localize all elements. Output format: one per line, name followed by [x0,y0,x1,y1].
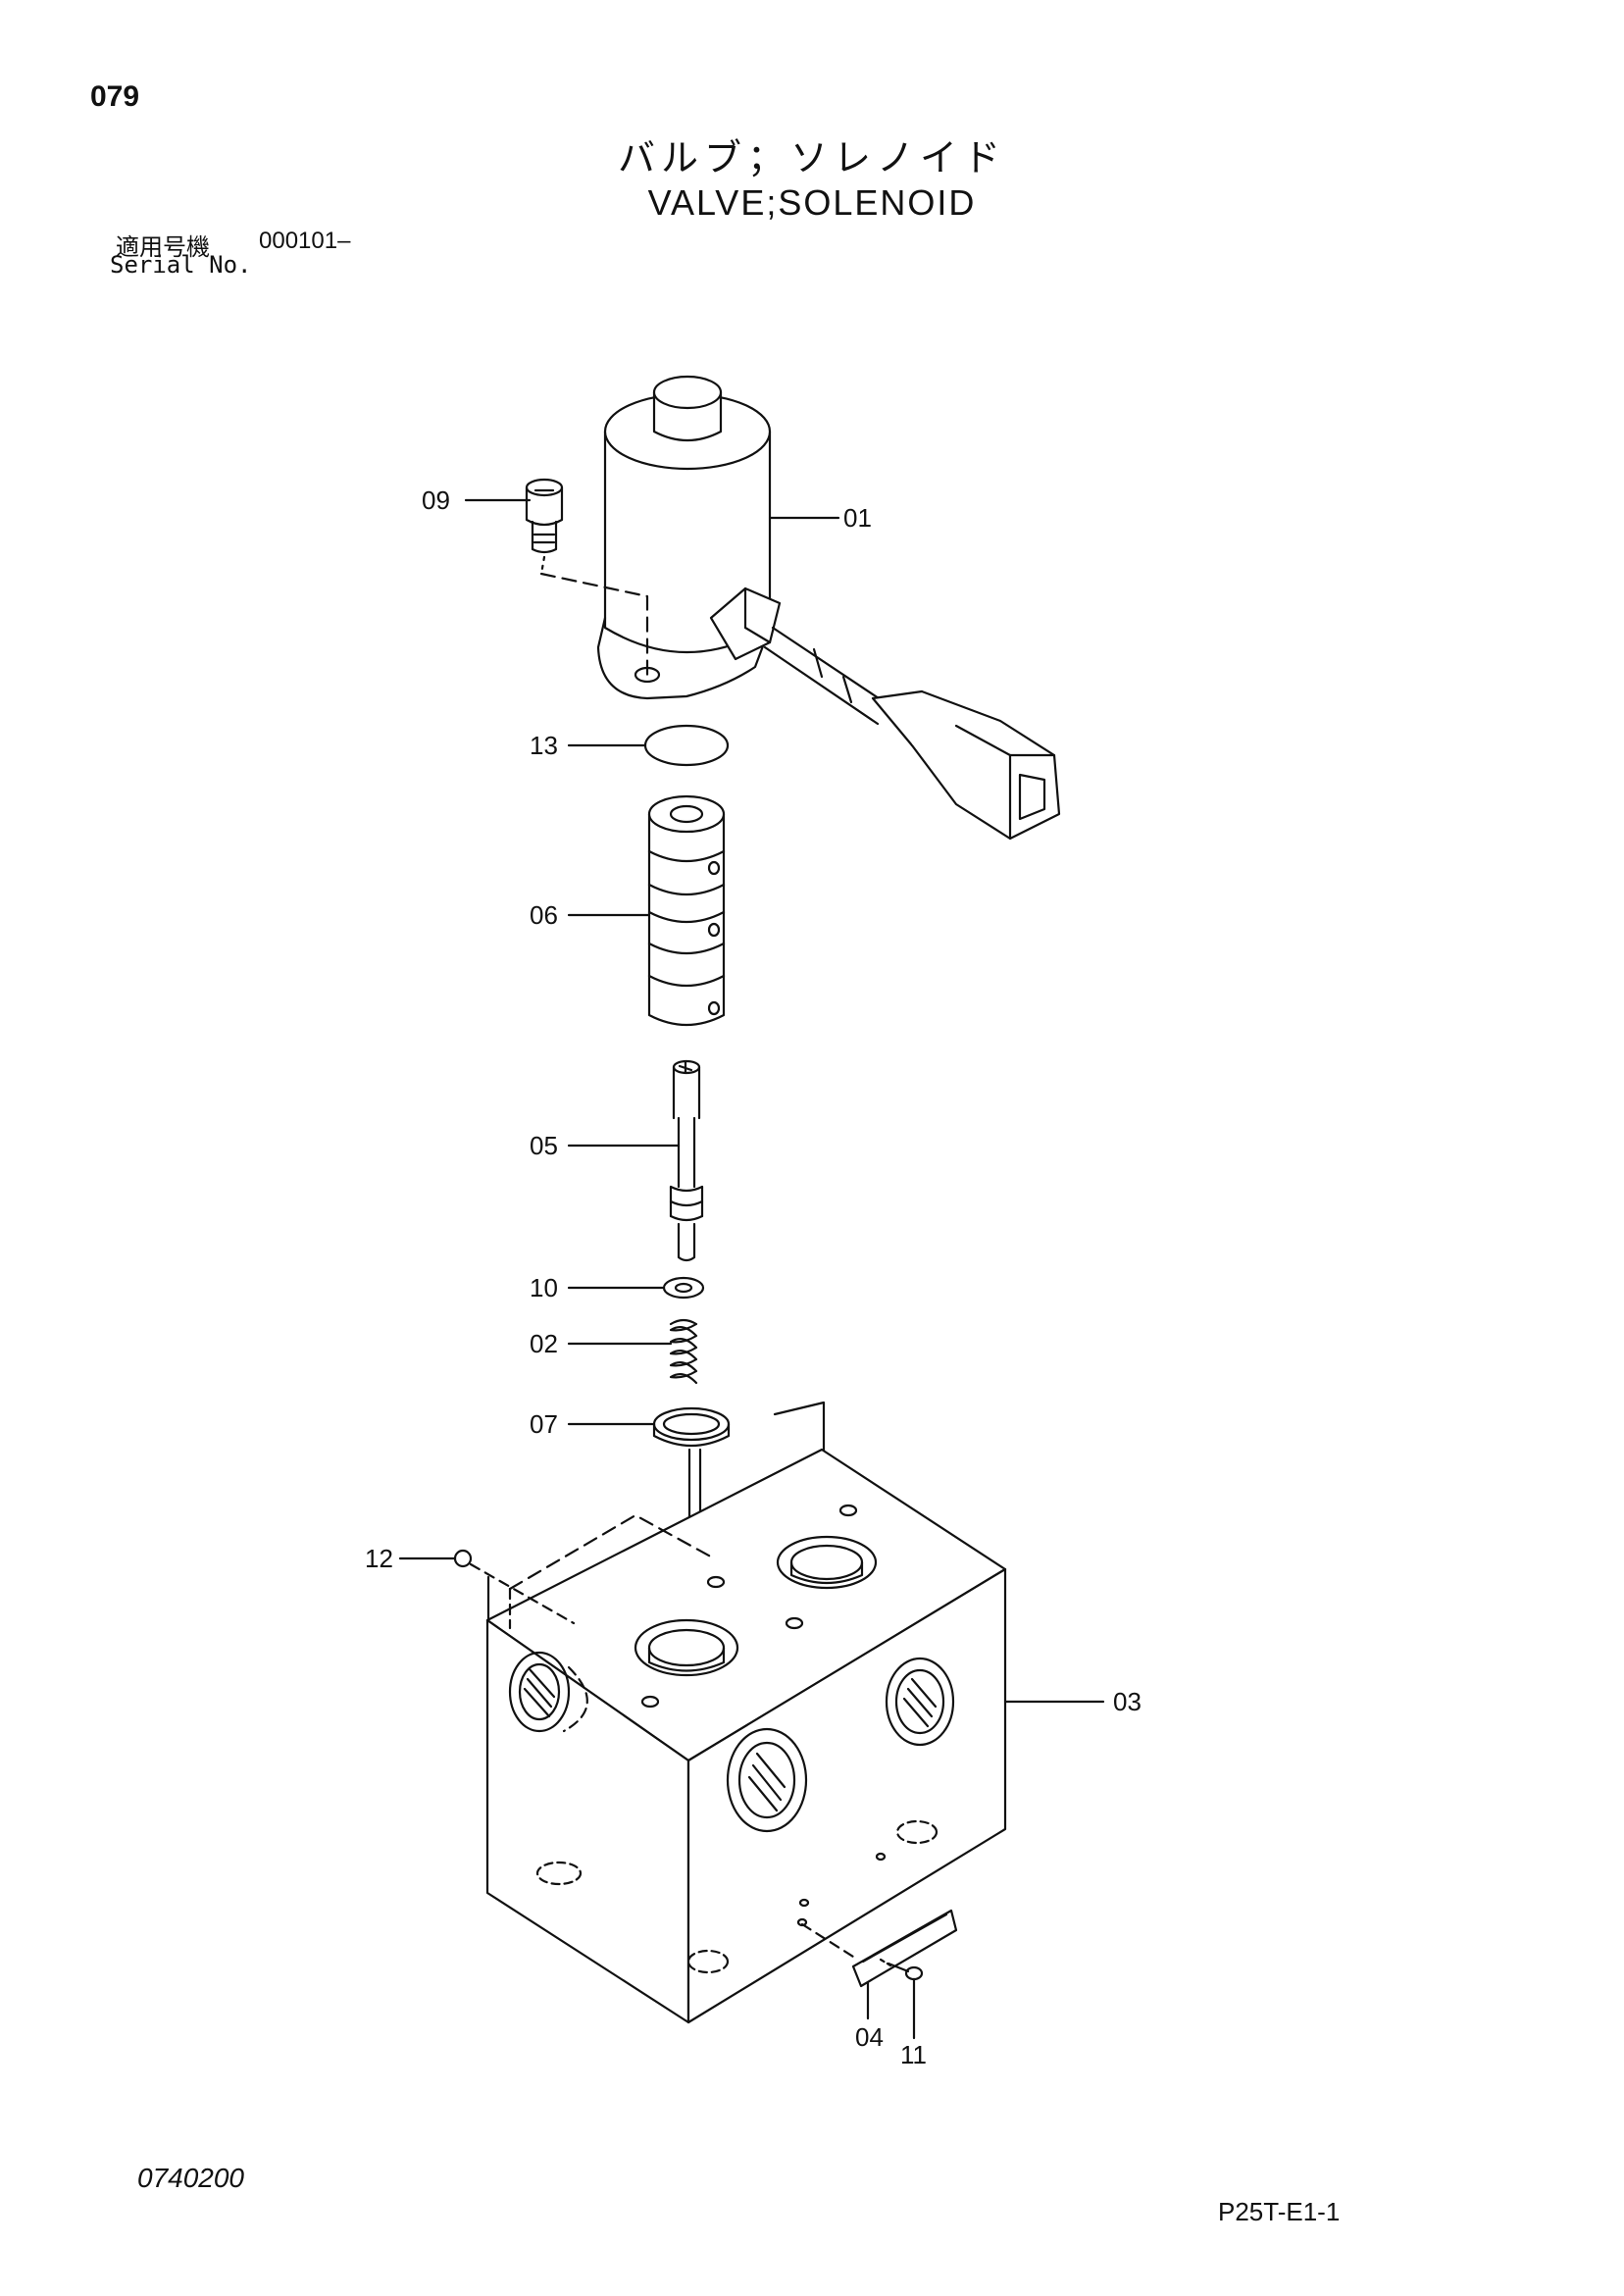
title-english: VALVE;SOLENOID [647,182,977,223]
steel-ball-part [453,1549,473,1568]
callout-05: 05 [530,1131,558,1160]
callout-09: 09 [422,485,450,515]
callout-01: 01 [843,503,872,533]
callout-04: 04 [855,2022,884,2052]
spool-part [669,1059,704,1262]
spring-part [669,1318,698,1385]
serial-range: 000101– [259,228,351,254]
callout-13: 13 [530,731,558,760]
callout-12: 12 [365,1544,393,1573]
serial-label-english: Serial No. [110,251,252,279]
page-number: 079 [90,80,140,113]
callout-10: 10 [530,1273,558,1302]
bolt-part [525,478,649,679]
valve-block-part [485,1448,1007,2024]
washer-part [662,1276,705,1300]
plug-cap-part [652,1406,731,1448]
callout-02: 02 [530,1329,558,1358]
rivet-screw-part [879,1958,924,1981]
sleeve-part [647,794,726,1027]
callout-07: 07 [530,1409,558,1439]
solenoid-coil-part [596,375,1061,841]
callout-11: 11 [900,2040,927,2069]
title-japanese: バルブ；ソレノイド [617,136,1006,179]
callout-03: 03 [1113,1687,1142,1716]
name-plate-part [796,1909,958,1988]
serial-label-japanese: 適用号機 [116,233,210,261]
callout-06: 06 [530,900,558,930]
drawing-code: 0740200 [137,2163,245,2193]
o-ring-part [643,724,730,767]
page-code: P25T-E1-1 [1218,2197,1341,2226]
